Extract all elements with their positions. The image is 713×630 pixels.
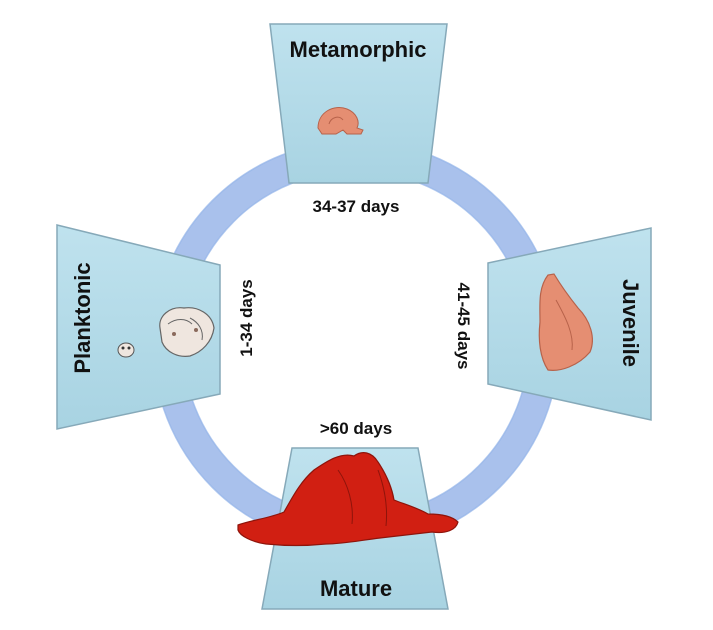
stage-label-mature: Mature — [320, 576, 392, 601]
planktonic-small-larva-image — [117, 342, 135, 358]
metamorphic-animal-image — [317, 107, 364, 135]
duration-juvenile: 41-45 days — [454, 283, 473, 370]
planktonic-large-larva-image — [159, 307, 215, 357]
stage-label-metamorphic: Metamorphic — [290, 37, 427, 62]
mature-animal-image — [237, 452, 459, 547]
duration-mature: >60 days — [320, 419, 392, 438]
panel-juvenile: Juvenile — [487, 227, 652, 421]
stage-label-planktonic: Planktonic — [70, 262, 95, 373]
panel-mature: Mature — [237, 447, 459, 610]
panel-planktonic: Planktonic — [56, 224, 221, 430]
stage-label-juvenile: Juvenile — [618, 279, 643, 367]
juvenile-animal-image — [538, 273, 593, 371]
duration-metamorphic: 34-37 days — [313, 197, 400, 216]
panel-metamorphic: Metamorphic — [269, 23, 448, 184]
duration-planktonic: 1-34 days — [237, 279, 256, 357]
